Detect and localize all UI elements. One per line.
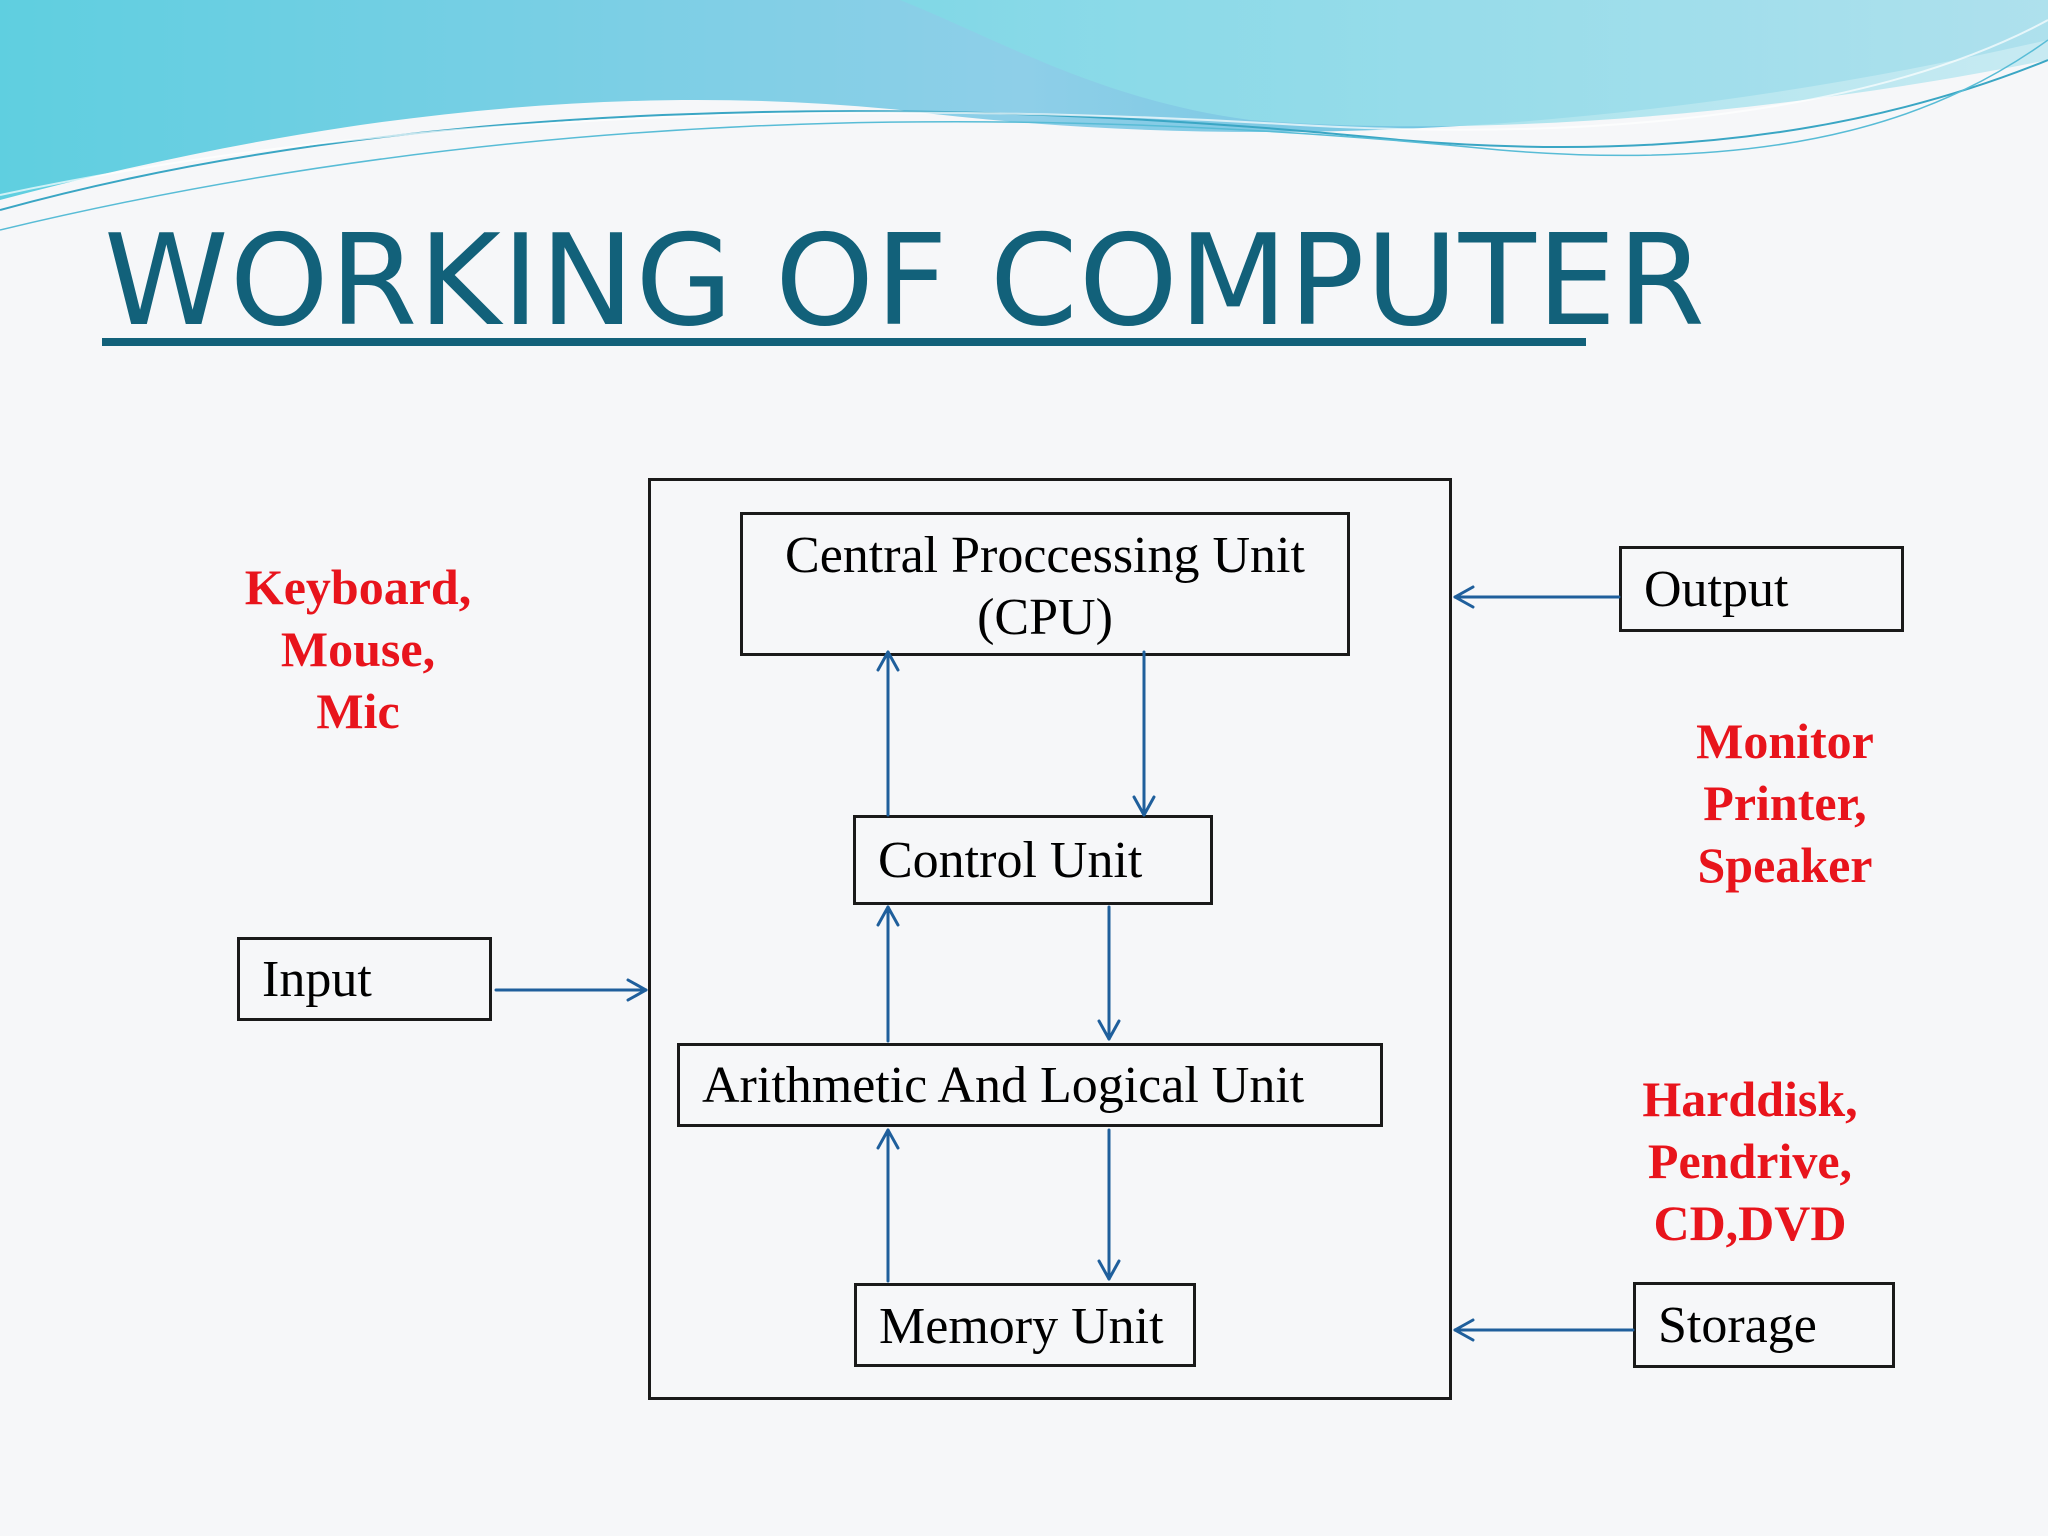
alu-box: Arithmetic And Logical Unit xyxy=(677,1043,1383,1127)
arrow-alu-to-control xyxy=(876,905,900,1043)
cpu-label-line2: (CPU) xyxy=(977,589,1113,646)
header-wave-decoration xyxy=(0,0,2048,231)
input-device-item: Mouse, xyxy=(280,621,436,677)
storage-device-item: Harddisk, xyxy=(1642,1071,1858,1127)
output-device-item: Speaker xyxy=(1697,837,1873,893)
output-devices-list: Monitor Printer, Speaker xyxy=(1640,710,1930,896)
output-box: Output xyxy=(1619,546,1904,632)
storage-label: Storage xyxy=(1658,1297,1817,1354)
input-label: Input xyxy=(262,951,372,1008)
arrow-memory-to-alu xyxy=(876,1128,900,1283)
input-devices-list: Keyboard, Mouse, Mic xyxy=(218,556,498,742)
arrow-alu-to-memory xyxy=(1097,1128,1121,1281)
computer-system-box xyxy=(648,478,1452,1400)
arrow-output-connection xyxy=(1453,585,1621,609)
output-device-item: Printer, xyxy=(1703,775,1867,831)
control-unit-box: Control Unit xyxy=(853,815,1213,905)
output-device-item: Monitor xyxy=(1696,713,1874,769)
memory-unit-label: Memory Unit xyxy=(879,1298,1164,1355)
page-title: WORKING OF COMPUTER xyxy=(104,207,1706,354)
arrow-control-to-cpu xyxy=(876,650,900,817)
storage-device-item: Pendrive, xyxy=(1647,1133,1853,1189)
storage-device-item: CD,DVD xyxy=(1653,1195,1847,1251)
alu-label: Arithmetic And Logical Unit xyxy=(702,1057,1305,1114)
memory-unit-box: Memory Unit xyxy=(854,1283,1196,1367)
cpu-box: Central Proccessing Unit (CPU) xyxy=(740,512,1350,656)
output-label: Output xyxy=(1644,561,1789,618)
cpu-label-line1: Central Proccessing Unit xyxy=(785,527,1305,584)
input-device-item: Keyboard, xyxy=(244,559,472,615)
input-box: Input xyxy=(237,937,492,1021)
input-device-item: Mic xyxy=(316,683,400,739)
control-unit-label: Control Unit xyxy=(878,832,1143,889)
arrow-control-to-alu xyxy=(1097,905,1121,1041)
storage-box: Storage xyxy=(1633,1282,1895,1368)
arrow-storage-connection xyxy=(1453,1318,1635,1342)
storage-devices-list: Harddisk, Pendrive, CD,DVD xyxy=(1600,1068,1900,1254)
arrow-cpu-to-control xyxy=(1132,650,1156,817)
title-underline xyxy=(102,338,1586,346)
arrow-input-to-system xyxy=(494,978,648,1002)
